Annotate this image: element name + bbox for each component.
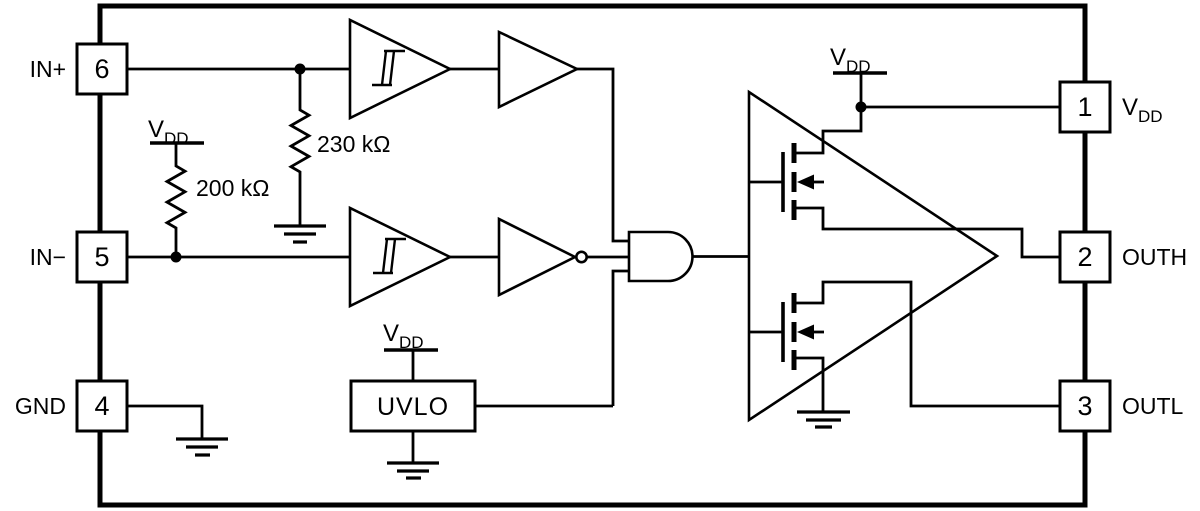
vdd-rail-uvlo: VDD	[383, 320, 438, 352]
pins-right: 1 VDD 2 OUTH 3 OUTL	[1058, 80, 1187, 433]
pin-number-3: 3	[1077, 391, 1092, 421]
schmitt-trigger-top-symbol	[348, 17, 453, 121]
wire-vdd-to-pin1	[859, 73, 1060, 109]
pin-label-outh: OUTH	[1122, 244, 1187, 270]
pin-box-6	[75, 42, 129, 96]
and-gate-symbol	[627, 230, 694, 283]
hysteresis-icon	[373, 237, 406, 275]
wire-hs-drain	[796, 107, 863, 155]
vdd-rail-left: VDD	[148, 116, 204, 148]
pin-number-2: 2	[1077, 242, 1092, 272]
high-side-mosfet-symbol	[748, 107, 1060, 259]
pin-box-3	[1058, 379, 1112, 433]
hs-body-arrow-icon	[797, 174, 814, 190]
junction-dot-in-plus	[294, 63, 306, 75]
uvlo-block: VDD UVLO	[349, 320, 613, 480]
resistor-200k-symbol	[164, 143, 188, 257]
wire-uvlo-to-and	[611, 269, 629, 406]
ground-symbol-230k	[274, 224, 326, 244]
svg-text:VDD: VDD	[830, 44, 871, 76]
vdd-rail-output: VDD	[830, 44, 887, 76]
ground-symbol-uvlo	[387, 461, 439, 480]
wire-ls-source-to-ground	[796, 356, 825, 411]
ground-symbol-output	[797, 410, 850, 429]
pin-number-6: 6	[94, 54, 109, 84]
buffer-top-symbol	[497, 29, 581, 110]
resistor-230k-symbol	[288, 69, 312, 225]
pin-number-1: 1	[1077, 92, 1092, 122]
input-logic	[348, 17, 749, 406]
output-stage: VDD	[747, 44, 1060, 429]
junction-dot-in-minus	[170, 251, 182, 263]
low-side-mosfet-symbol	[748, 280, 1060, 411]
pin-label-in-minus: IN−	[30, 244, 66, 270]
wire-ls-drain-to-outl	[796, 280, 1060, 408]
svg-text:VDD: VDD	[383, 320, 424, 352]
pin-label-outl: OUTL	[1122, 393, 1184, 419]
pin-label-in-plus: IN+	[30, 56, 66, 82]
output-driver-triangle	[747, 89, 1000, 423]
inverter-symbol	[497, 216, 578, 298]
pin-box-1	[1058, 80, 1112, 134]
gnd-pin-ground	[128, 404, 228, 457]
input-network: 230 kΩ VDD 200 kΩ	[127, 63, 390, 263]
pin-box-2	[1058, 230, 1112, 284]
resistor-200k-label: 200 kΩ	[196, 175, 269, 201]
wire-hs-source-to-outh	[796, 206, 1060, 259]
inverter-bubble	[574, 250, 588, 264]
uvlo-label: UVLO	[377, 393, 449, 421]
pin-label-vdd: VDD	[1122, 94, 1163, 126]
pin-label-gnd: GND	[15, 393, 66, 419]
resistor-230k-label: 230 kΩ	[317, 131, 390, 157]
wire-gnd	[128, 404, 204, 438]
pin-number-4: 4	[94, 391, 109, 421]
pin-box-4	[75, 379, 129, 433]
pin-number-5: 5	[94, 242, 109, 272]
pin-box-5	[75, 230, 129, 284]
schmitt-trigger-bottom-symbol	[348, 205, 453, 309]
ls-body-arrow-icon	[797, 324, 814, 340]
hysteresis-icon	[372, 49, 405, 87]
wire-top-to-and	[577, 67, 629, 243]
pins-left: 6 IN+ 5 IN− 4 GND	[15, 42, 129, 433]
